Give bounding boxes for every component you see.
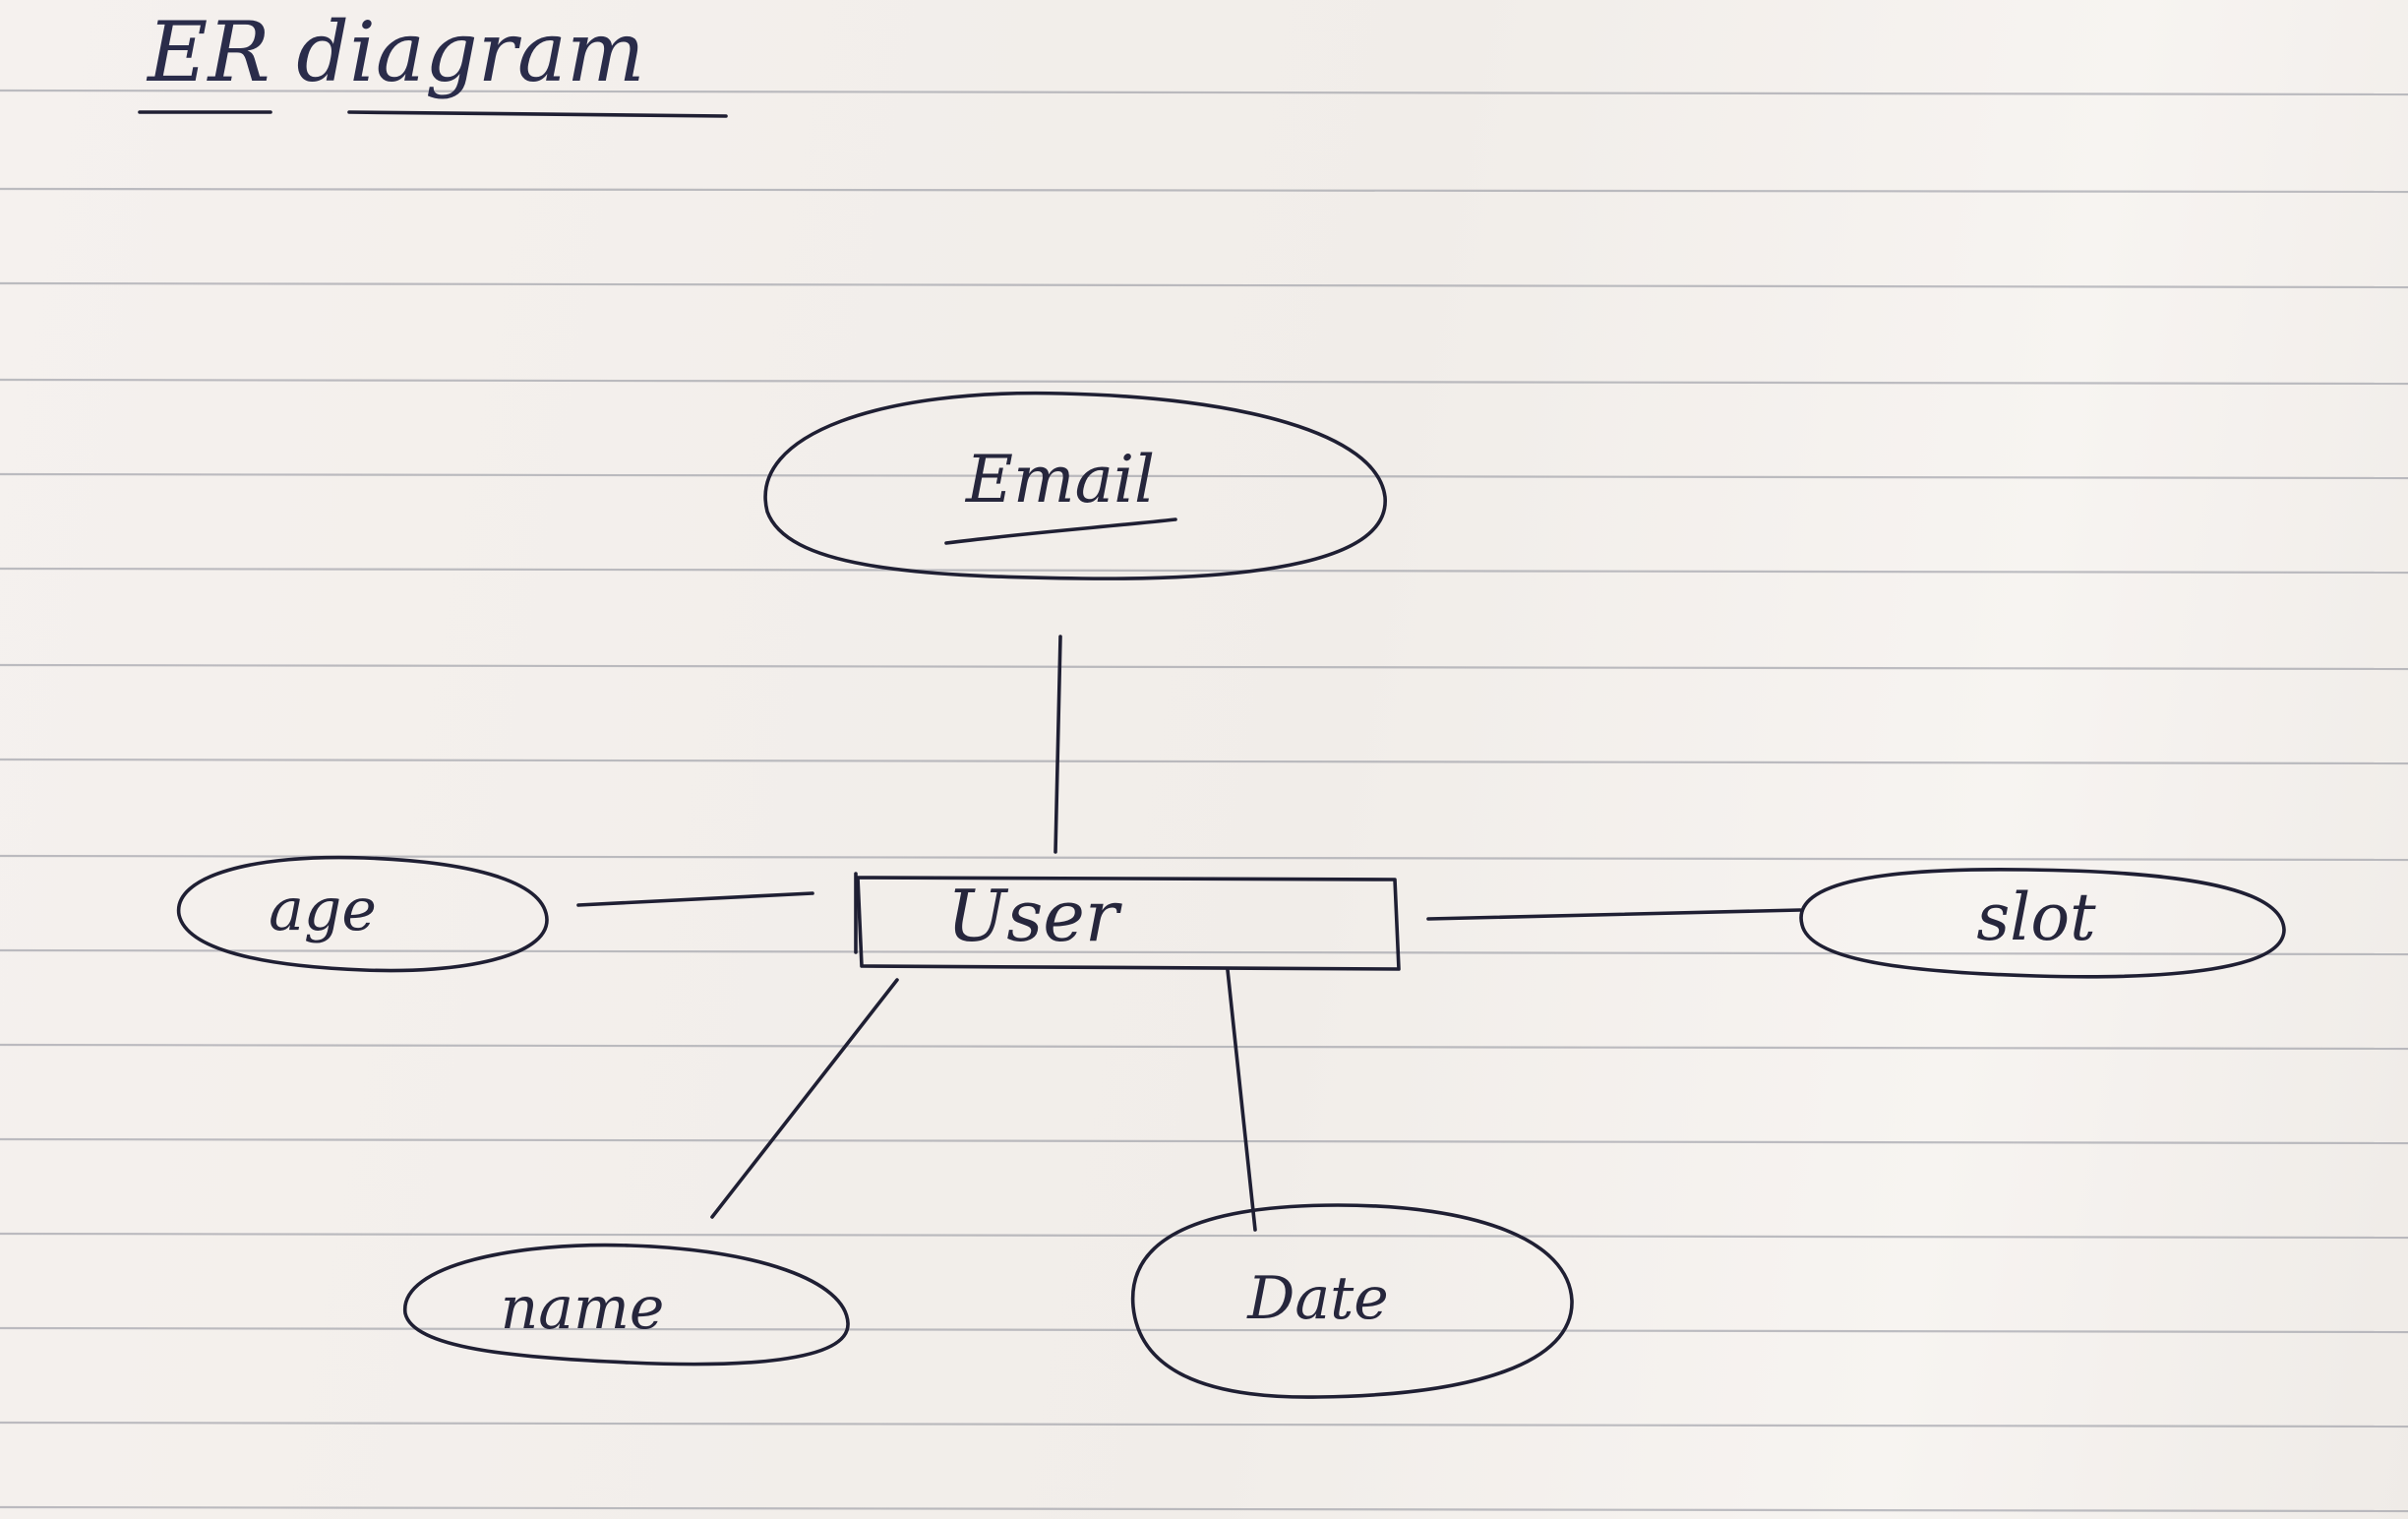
- page-title-group: ER diagram: [138, 4, 728, 118]
- attribute-age-ellipse: [176, 855, 549, 973]
- attribute-name: name: [403, 1243, 850, 1367]
- connector-age: [576, 891, 814, 907]
- relationship-lines: [576, 635, 1802, 1232]
- attribute-email-ellipse: [763, 391, 1387, 580]
- entity-user: User: [854, 872, 1401, 971]
- ruled-lines: [0, 89, 2408, 1513]
- attribute-slot-label: slot: [1976, 880, 2096, 955]
- attribute-email-label: Email: [965, 442, 1155, 517]
- connector-date: [1226, 968, 1257, 1232]
- attribute-name-ellipse: [403, 1243, 850, 1367]
- attribute-age: age: [176, 855, 549, 973]
- connector-name: [710, 978, 899, 1219]
- attribute-slot: slot: [1799, 868, 2286, 979]
- attribute-slot-ellipse: [1799, 868, 2286, 979]
- attribute-age-label: age: [269, 876, 377, 944]
- attribute-name-label: name: [501, 1274, 665, 1343]
- attribute-email: Email: [763, 391, 1387, 580]
- entity-label: User: [947, 875, 1122, 957]
- page-title: ER diagram: [146, 4, 645, 100]
- title-underline-right: [347, 110, 728, 118]
- attribute-email-key-underline: [944, 517, 1177, 545]
- attribute-date-ellipse: [1130, 1203, 1574, 1399]
- connector-slot: [1426, 908, 1802, 921]
- entity-box: [856, 876, 1401, 971]
- attribute-date: Date: [1130, 1203, 1574, 1399]
- connector-email: [1054, 635, 1062, 854]
- attribute-date-label: Date: [1246, 1264, 1389, 1333]
